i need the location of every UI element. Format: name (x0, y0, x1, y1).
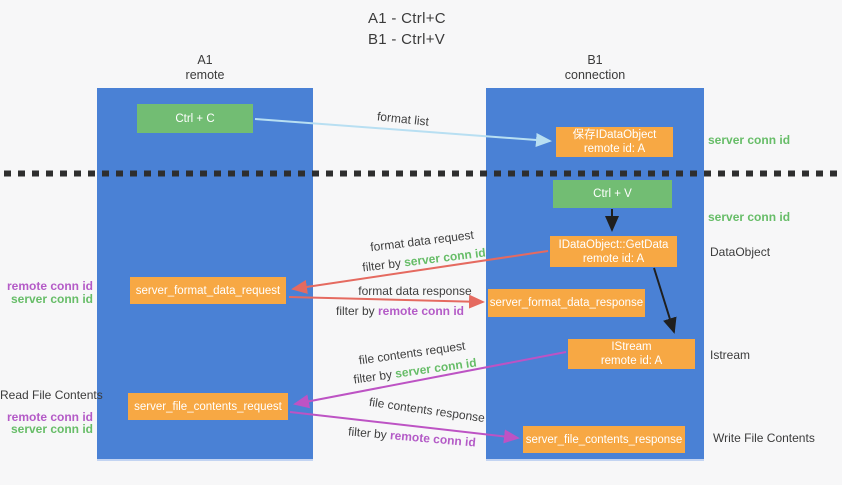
diagram-title: A1 - Ctrl+C B1 - Ctrl+V (368, 8, 446, 50)
node-file-response-label: server_file_contents_response (525, 433, 683, 446)
node-format-request-label: server_format_data_request (135, 284, 281, 297)
node-istream: IStream remote id: A (568, 339, 695, 369)
label-file-contents-response: file contents response (368, 394, 486, 426)
title-line-1: A1 - Ctrl+C (368, 10, 446, 27)
node-save-idataobject-line2: remote id: A (583, 143, 646, 155)
node-server-format-data-request: server_format_data_request (130, 277, 286, 304)
label-istream: Istream (710, 348, 751, 362)
label-format-data-response: format data response (358, 284, 472, 298)
left-column-role: remote (185, 68, 225, 82)
right-column-header: B1 connection (535, 53, 655, 83)
node-server-file-contents-response: server_file_contents_response (523, 426, 685, 453)
label-dataobject: DataObject (710, 245, 771, 259)
label-write-file-contents: Write File Contents (713, 431, 815, 445)
filter-by-text: filter by (335, 304, 378, 318)
label-server-conn-id-top-right: server conn id (708, 133, 791, 147)
label-remote-conn-id-left-2: remote conn id (6, 410, 93, 424)
node-server-file-contents-request: server_file_contents_request (128, 393, 288, 420)
left-column-header: A1 remote (145, 53, 265, 83)
label-server-conn-id-left-2: server conn id (10, 422, 93, 436)
node-ctrl-c: Ctrl + C (137, 104, 253, 133)
remote-conn-id-text: remote conn id (378, 304, 465, 318)
node-ctrl-v-label: Ctrl + V (593, 188, 632, 200)
node-file-request-label: server_file_contents_request (134, 400, 282, 413)
filter-by-text: filter by (347, 424, 391, 443)
node-ctrl-v: Ctrl + V (553, 180, 672, 208)
node-save-idataobject-line1: 保存IDataObject (572, 129, 657, 141)
filter-by-text: filter by (352, 366, 397, 387)
node-ctrl-c-label: Ctrl + C (175, 112, 215, 125)
node-getdata-line2: remote id: A (582, 252, 645, 265)
left-column-name: A1 (197, 53, 213, 67)
label-remote-conn-id-left-1: remote conn id (6, 279, 93, 293)
title-line-2: B1 - Ctrl+V (368, 31, 446, 48)
filter-by-text: filter by (361, 255, 405, 275)
node-server-format-data-response: server_format_data_response (488, 289, 645, 317)
label-read-file-contents: Read File Contents (0, 388, 103, 402)
label-filter-by-remote-conn-id-1: filter by remote conn id (336, 304, 464, 318)
remote-conn-id-text: remote conn id (389, 428, 477, 450)
node-istream-line2: remote id: A (600, 355, 663, 367)
node-format-response-label: server_format_data_response (489, 297, 644, 309)
label-filter-by-remote-conn-id-2: filter by remote conn id (348, 424, 477, 449)
node-idataobject-getdata: IDataObject::GetData remote id: A (550, 236, 677, 267)
label-server-conn-id-left-1: server conn id (10, 292, 93, 306)
node-istream-line1: IStream (611, 341, 652, 353)
label-format-list: format list (376, 109, 430, 129)
server-conn-id-text: server conn id (403, 245, 487, 270)
label-server-conn-id-mid-right: server conn id (708, 210, 791, 224)
node-save-idataobject: 保存IDataObject remote id: A (556, 127, 673, 157)
right-column-role: connection (564, 68, 626, 82)
node-getdata-line1: IDataObject::GetData (558, 238, 669, 251)
right-column-name: B1 (587, 53, 603, 67)
